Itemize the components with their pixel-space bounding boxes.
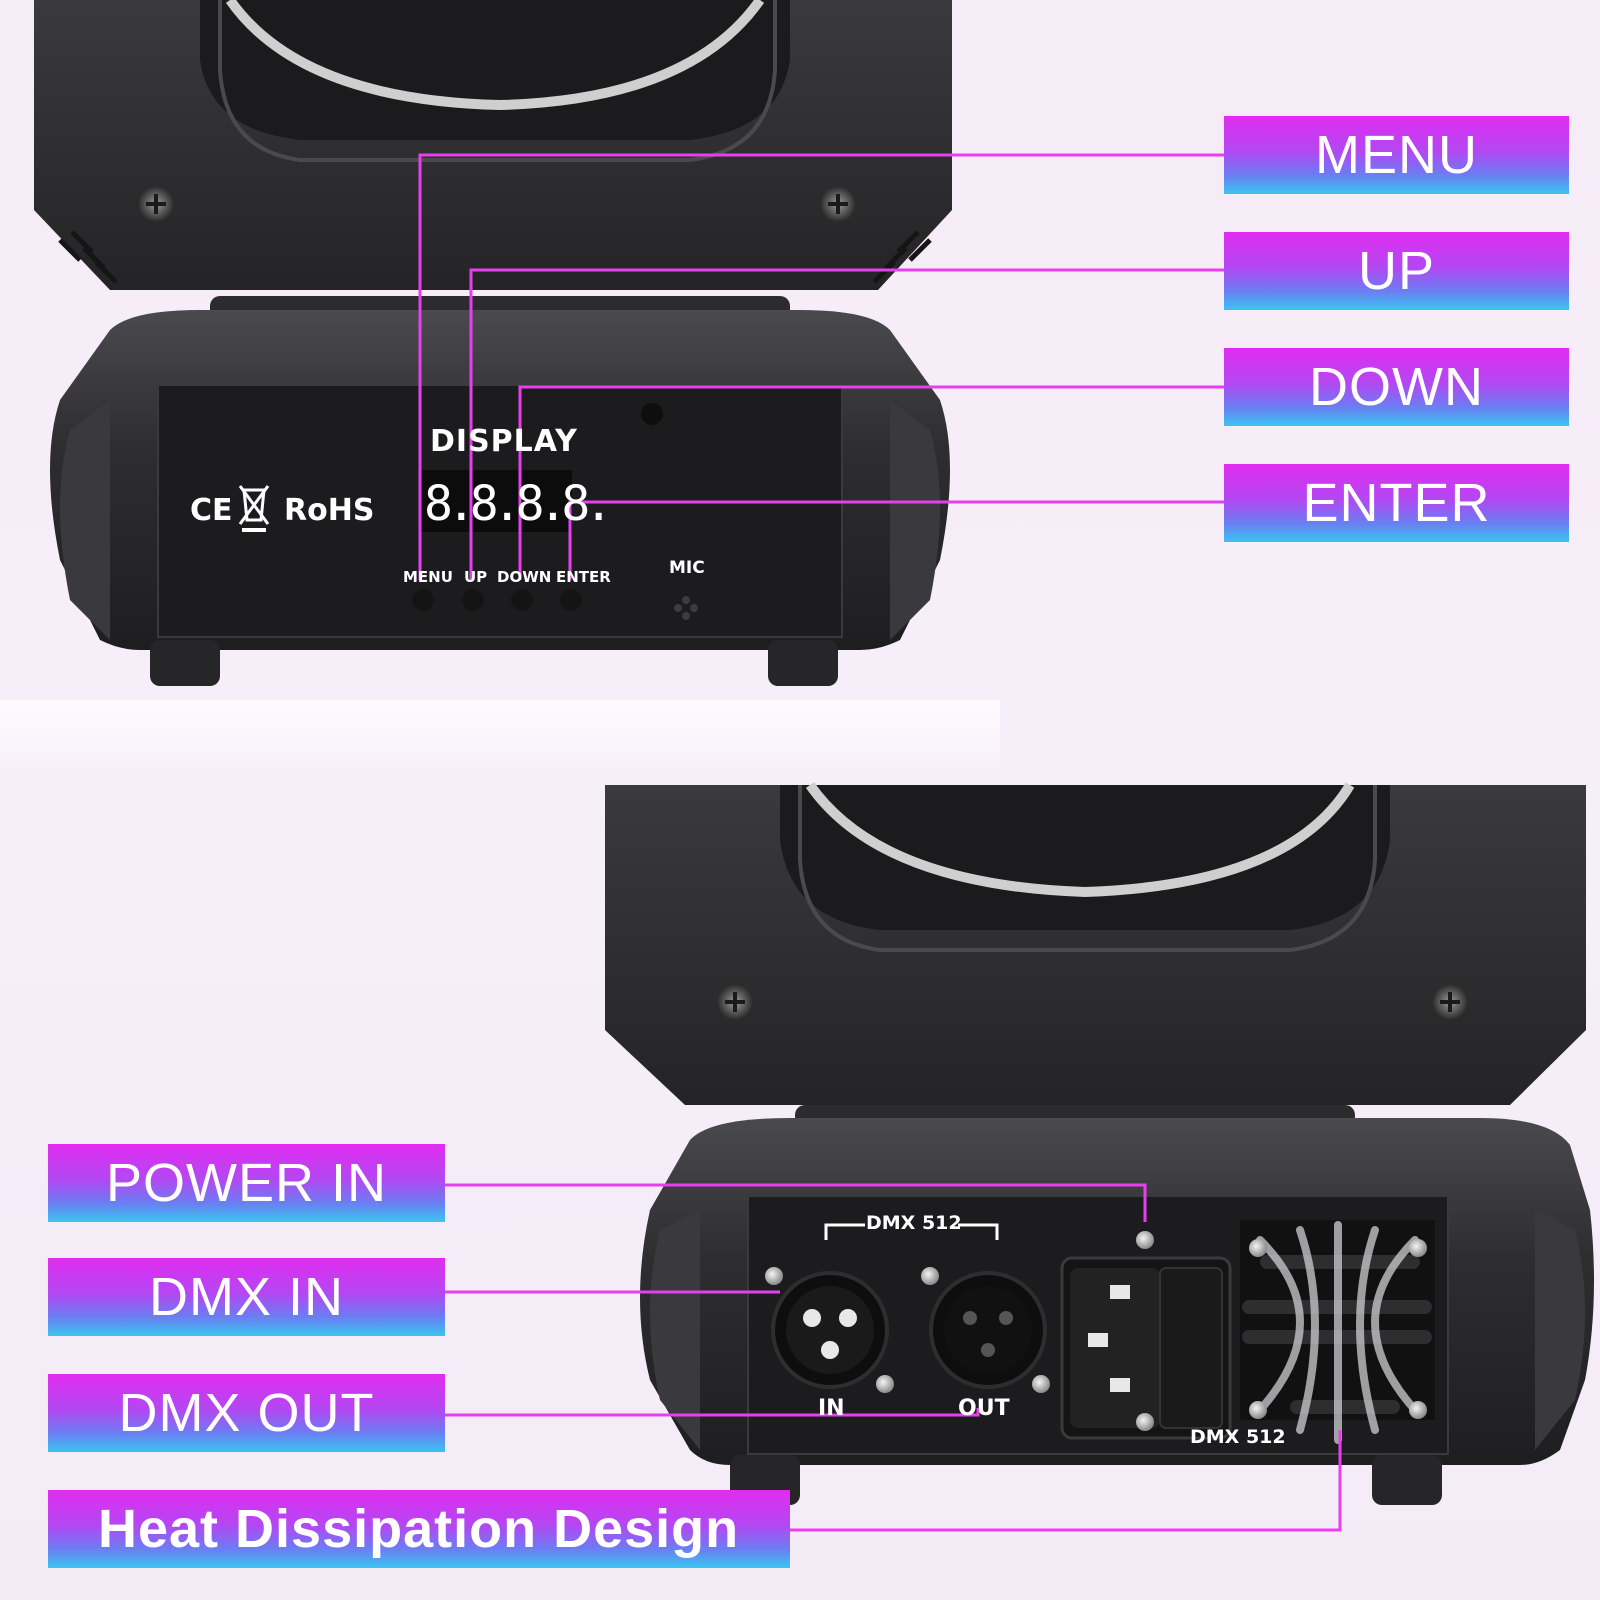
callout-menu: MENU [1224, 116, 1569, 194]
ce-mark: CE [190, 493, 233, 528]
callout-heat-dissipation: Heat Dissipation Design [48, 1490, 790, 1568]
callout-power-in: POWER IN [48, 1144, 445, 1222]
button-label-menu: MENU [403, 568, 453, 586]
fan-vent [1240, 1220, 1435, 1444]
power-inlet [1060, 1231, 1232, 1440]
mic-icon [674, 596, 698, 620]
screw-icon [138, 186, 174, 222]
dmx-in-label: IN [818, 1396, 845, 1421]
weee-icon [238, 485, 270, 532]
button-label-down: DOWN [497, 568, 552, 586]
bottom-fixture-base [640, 1105, 1594, 1505]
bottom-fixture-head [605, 782, 1586, 1105]
display-label: DISPLAY [430, 424, 578, 459]
front-buttons [412, 589, 582, 611]
top-fixture-head [34, 0, 952, 290]
dmx-header-label: DMX 512 [866, 1212, 962, 1234]
dmx-out-connector [921, 1267, 1050, 1393]
display-digits: 8.8.8.8. [424, 476, 613, 532]
rohs-mark: RoHS [284, 493, 375, 528]
callout-dmx-in: DMX IN [48, 1258, 445, 1336]
screw-icon [820, 186, 856, 222]
led-display [420, 470, 572, 532]
callout-down: DOWN [1224, 348, 1569, 426]
top-fixture-base [0, 296, 1000, 780]
leader-lines [418, 153, 1342, 1532]
callout-dmx-out: DMX OUT [48, 1374, 445, 1452]
button-label-enter: ENTER [556, 568, 611, 586]
button-label-up: UP [464, 568, 488, 586]
dmx-footer-label: DMX 512 [1190, 1426, 1286, 1448]
callout-up: UP [1224, 232, 1569, 310]
screw-icon [717, 984, 753, 1020]
callout-enter: ENTER [1224, 464, 1569, 542]
mic-label: MIC [669, 558, 705, 578]
dmx-in-connector [765, 1267, 894, 1393]
screw-icon [1432, 984, 1468, 1020]
dmx-out-label: OUT [958, 1396, 1010, 1421]
